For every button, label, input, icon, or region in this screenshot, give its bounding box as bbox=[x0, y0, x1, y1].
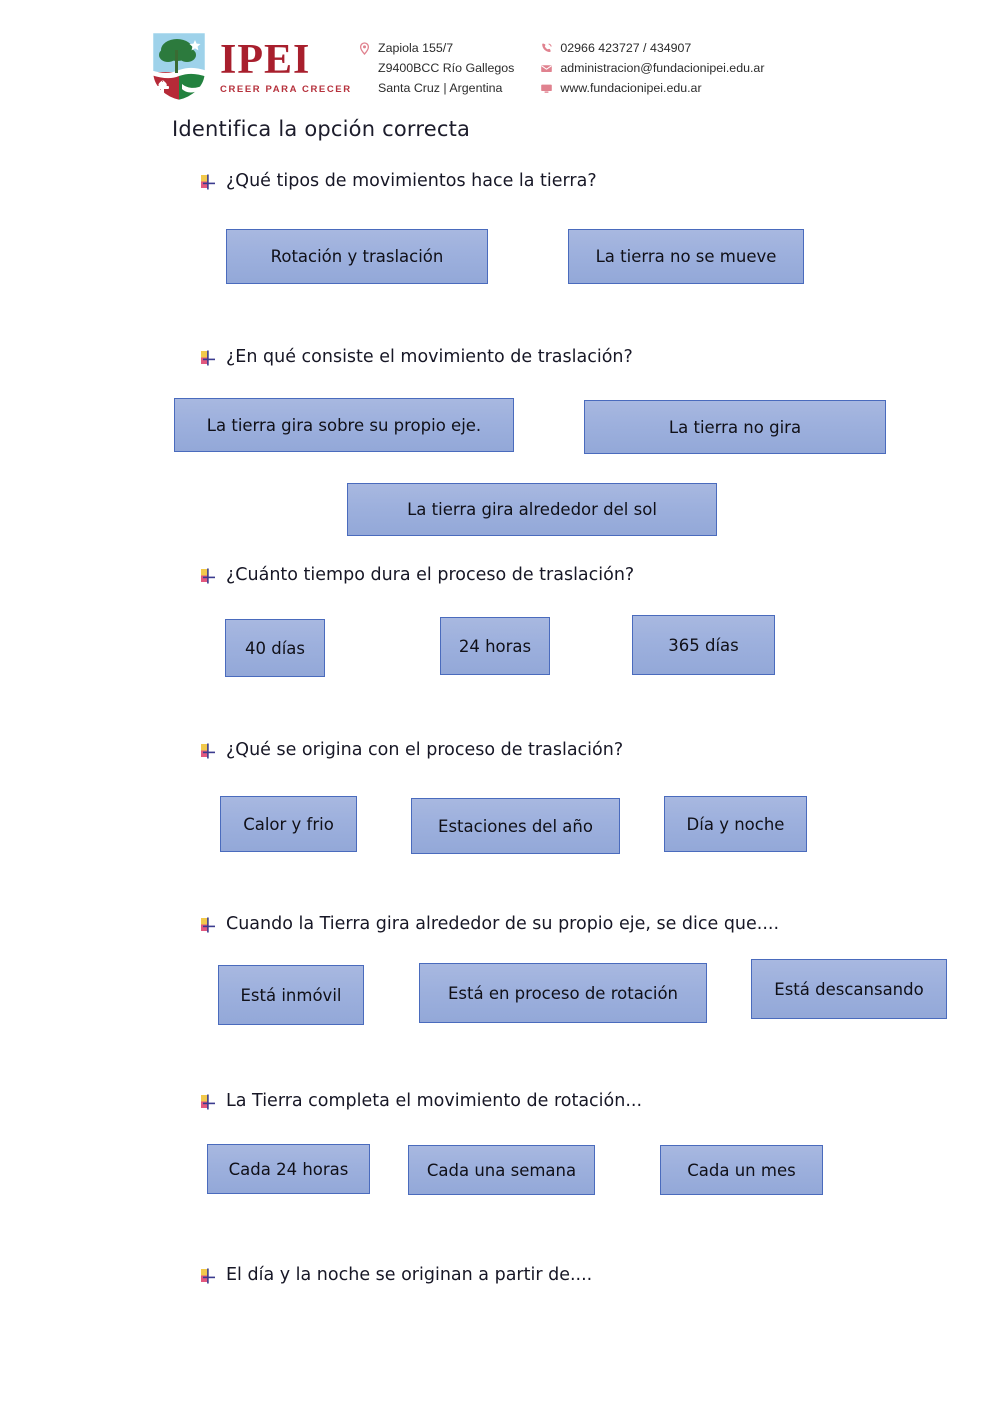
contact-address-line: Zapiola 155/7 bbox=[358, 40, 514, 57]
question-q2: ¿En qué consiste el movimiento de trasla… bbox=[200, 346, 633, 368]
question-q4: ¿Qué se origina con el proceso de trasla… bbox=[200, 739, 623, 761]
option-button[interactable]: Cada una semana bbox=[408, 1145, 595, 1195]
question-text: ¿Cuánto tiempo dura el proceso de trasla… bbox=[226, 565, 635, 585]
question-text: El día y la noche se originan a partir d… bbox=[226, 1265, 593, 1285]
question-q7: El día y la noche se originan a partir d… bbox=[200, 1264, 592, 1286]
option-button[interactable]: La tierra gira sobre su propio eje. bbox=[174, 398, 514, 452]
ipei-tagline: CREER PARA CRECER bbox=[220, 83, 352, 95]
multicolor-cross-bullet-icon bbox=[200, 350, 216, 366]
multicolor-cross-bullet-icon bbox=[200, 568, 216, 584]
option-button[interactable]: Cada un mes bbox=[660, 1145, 823, 1195]
question-q1: ¿Qué tipos de movimientos hace la tierra… bbox=[200, 170, 597, 192]
question-text: ¿En qué consiste el movimiento de trasla… bbox=[226, 347, 633, 367]
page-title: Identifica la opción correcta bbox=[172, 117, 471, 141]
option-button[interactable]: Día y noche bbox=[664, 796, 807, 852]
contact-website-line: www.fundacionipei.edu.ar bbox=[540, 80, 764, 97]
multicolor-cross-bullet-icon bbox=[200, 1094, 216, 1110]
multicolor-cross-bullet-icon bbox=[200, 917, 216, 933]
envelope-icon bbox=[540, 62, 553, 75]
location-pin-icon bbox=[358, 42, 371, 55]
option-button[interactable]: Está descansando bbox=[751, 959, 947, 1019]
contact-channels-column: 02966 423727 / 434907 administracion@fun… bbox=[540, 40, 764, 97]
ipei-wordmark: IPEI CREER PARA CRECER bbox=[220, 37, 352, 95]
contact-email-line: administracion@fundacionipei.edu.ar bbox=[540, 60, 764, 77]
question-text: La Tierra completa el movimiento de rota… bbox=[226, 1091, 643, 1111]
contact-address-text: Z9400BCC Río Gallegos bbox=[378, 61, 515, 75]
monitor-icon bbox=[540, 82, 553, 95]
option-button[interactable]: Rotación y traslación bbox=[226, 229, 488, 284]
contact-email-text: administracion@fundacionipei.edu.ar bbox=[560, 61, 765, 75]
option-button[interactable]: 40 días bbox=[225, 619, 325, 677]
question-q6: La Tierra completa el movimiento de rota… bbox=[200, 1090, 642, 1112]
contact-block: Zapiola 155/7 Z9400BCC Río Gallegos Sant… bbox=[358, 40, 764, 97]
option-button[interactable]: Está en proceso de rotación bbox=[419, 963, 707, 1023]
ipei-logo: IPEI CREER PARA CRECER bbox=[148, 28, 352, 104]
contact-website-text: www.fundacionipei.edu.ar bbox=[560, 81, 702, 95]
option-button[interactable]: La tierra no se mueve bbox=[568, 229, 804, 284]
option-button[interactable]: Calor y frio bbox=[220, 796, 357, 852]
option-button[interactable]: La tierra no gira bbox=[584, 400, 886, 454]
multicolor-cross-bullet-icon bbox=[200, 174, 216, 190]
contact-address-line: Z9400BCC Río Gallegos bbox=[358, 60, 514, 77]
question-text: ¿Qué tipos de movimientos hace la tierra… bbox=[226, 171, 597, 191]
option-button[interactable]: La tierra gira alrededor del sol bbox=[347, 483, 717, 536]
question-text: ¿Qué se origina con el proceso de trasla… bbox=[226, 740, 624, 760]
ipei-shield-logo-icon bbox=[148, 28, 210, 104]
option-button[interactable]: Está inmóvil bbox=[218, 965, 364, 1025]
option-button[interactable]: 24 horas bbox=[440, 617, 550, 675]
option-button[interactable]: 365 días bbox=[632, 615, 775, 675]
contact-phone-line: 02966 423727 / 434907 bbox=[540, 40, 764, 57]
multicolor-cross-bullet-icon bbox=[200, 1268, 216, 1284]
contact-address-text: Santa Cruz | Argentina bbox=[378, 81, 503, 95]
page-header: IPEI CREER PARA CRECER Zapiola 155/7 bbox=[148, 28, 848, 110]
ipei-wordmark-text: IPEI bbox=[220, 37, 311, 84]
contact-address-line: Santa Cruz | Argentina bbox=[358, 80, 514, 97]
question-q3: ¿Cuánto tiempo dura el proceso de trasla… bbox=[200, 564, 634, 586]
question-text: Cuando la Tierra gira alrededor de su pr… bbox=[226, 914, 780, 934]
option-button[interactable]: Estaciones del año bbox=[411, 798, 620, 854]
option-button[interactable]: Cada 24 horas bbox=[207, 1144, 370, 1194]
contact-address-text: Zapiola 155/7 bbox=[378, 41, 454, 55]
contact-address-column: Zapiola 155/7 Z9400BCC Río Gallegos Sant… bbox=[358, 40, 514, 97]
phone-icon bbox=[540, 42, 553, 55]
contact-phone-text: 02966 423727 / 434907 bbox=[560, 41, 692, 55]
question-q5: Cuando la Tierra gira alrededor de su pr… bbox=[200, 913, 779, 935]
multicolor-cross-bullet-icon bbox=[200, 743, 216, 759]
